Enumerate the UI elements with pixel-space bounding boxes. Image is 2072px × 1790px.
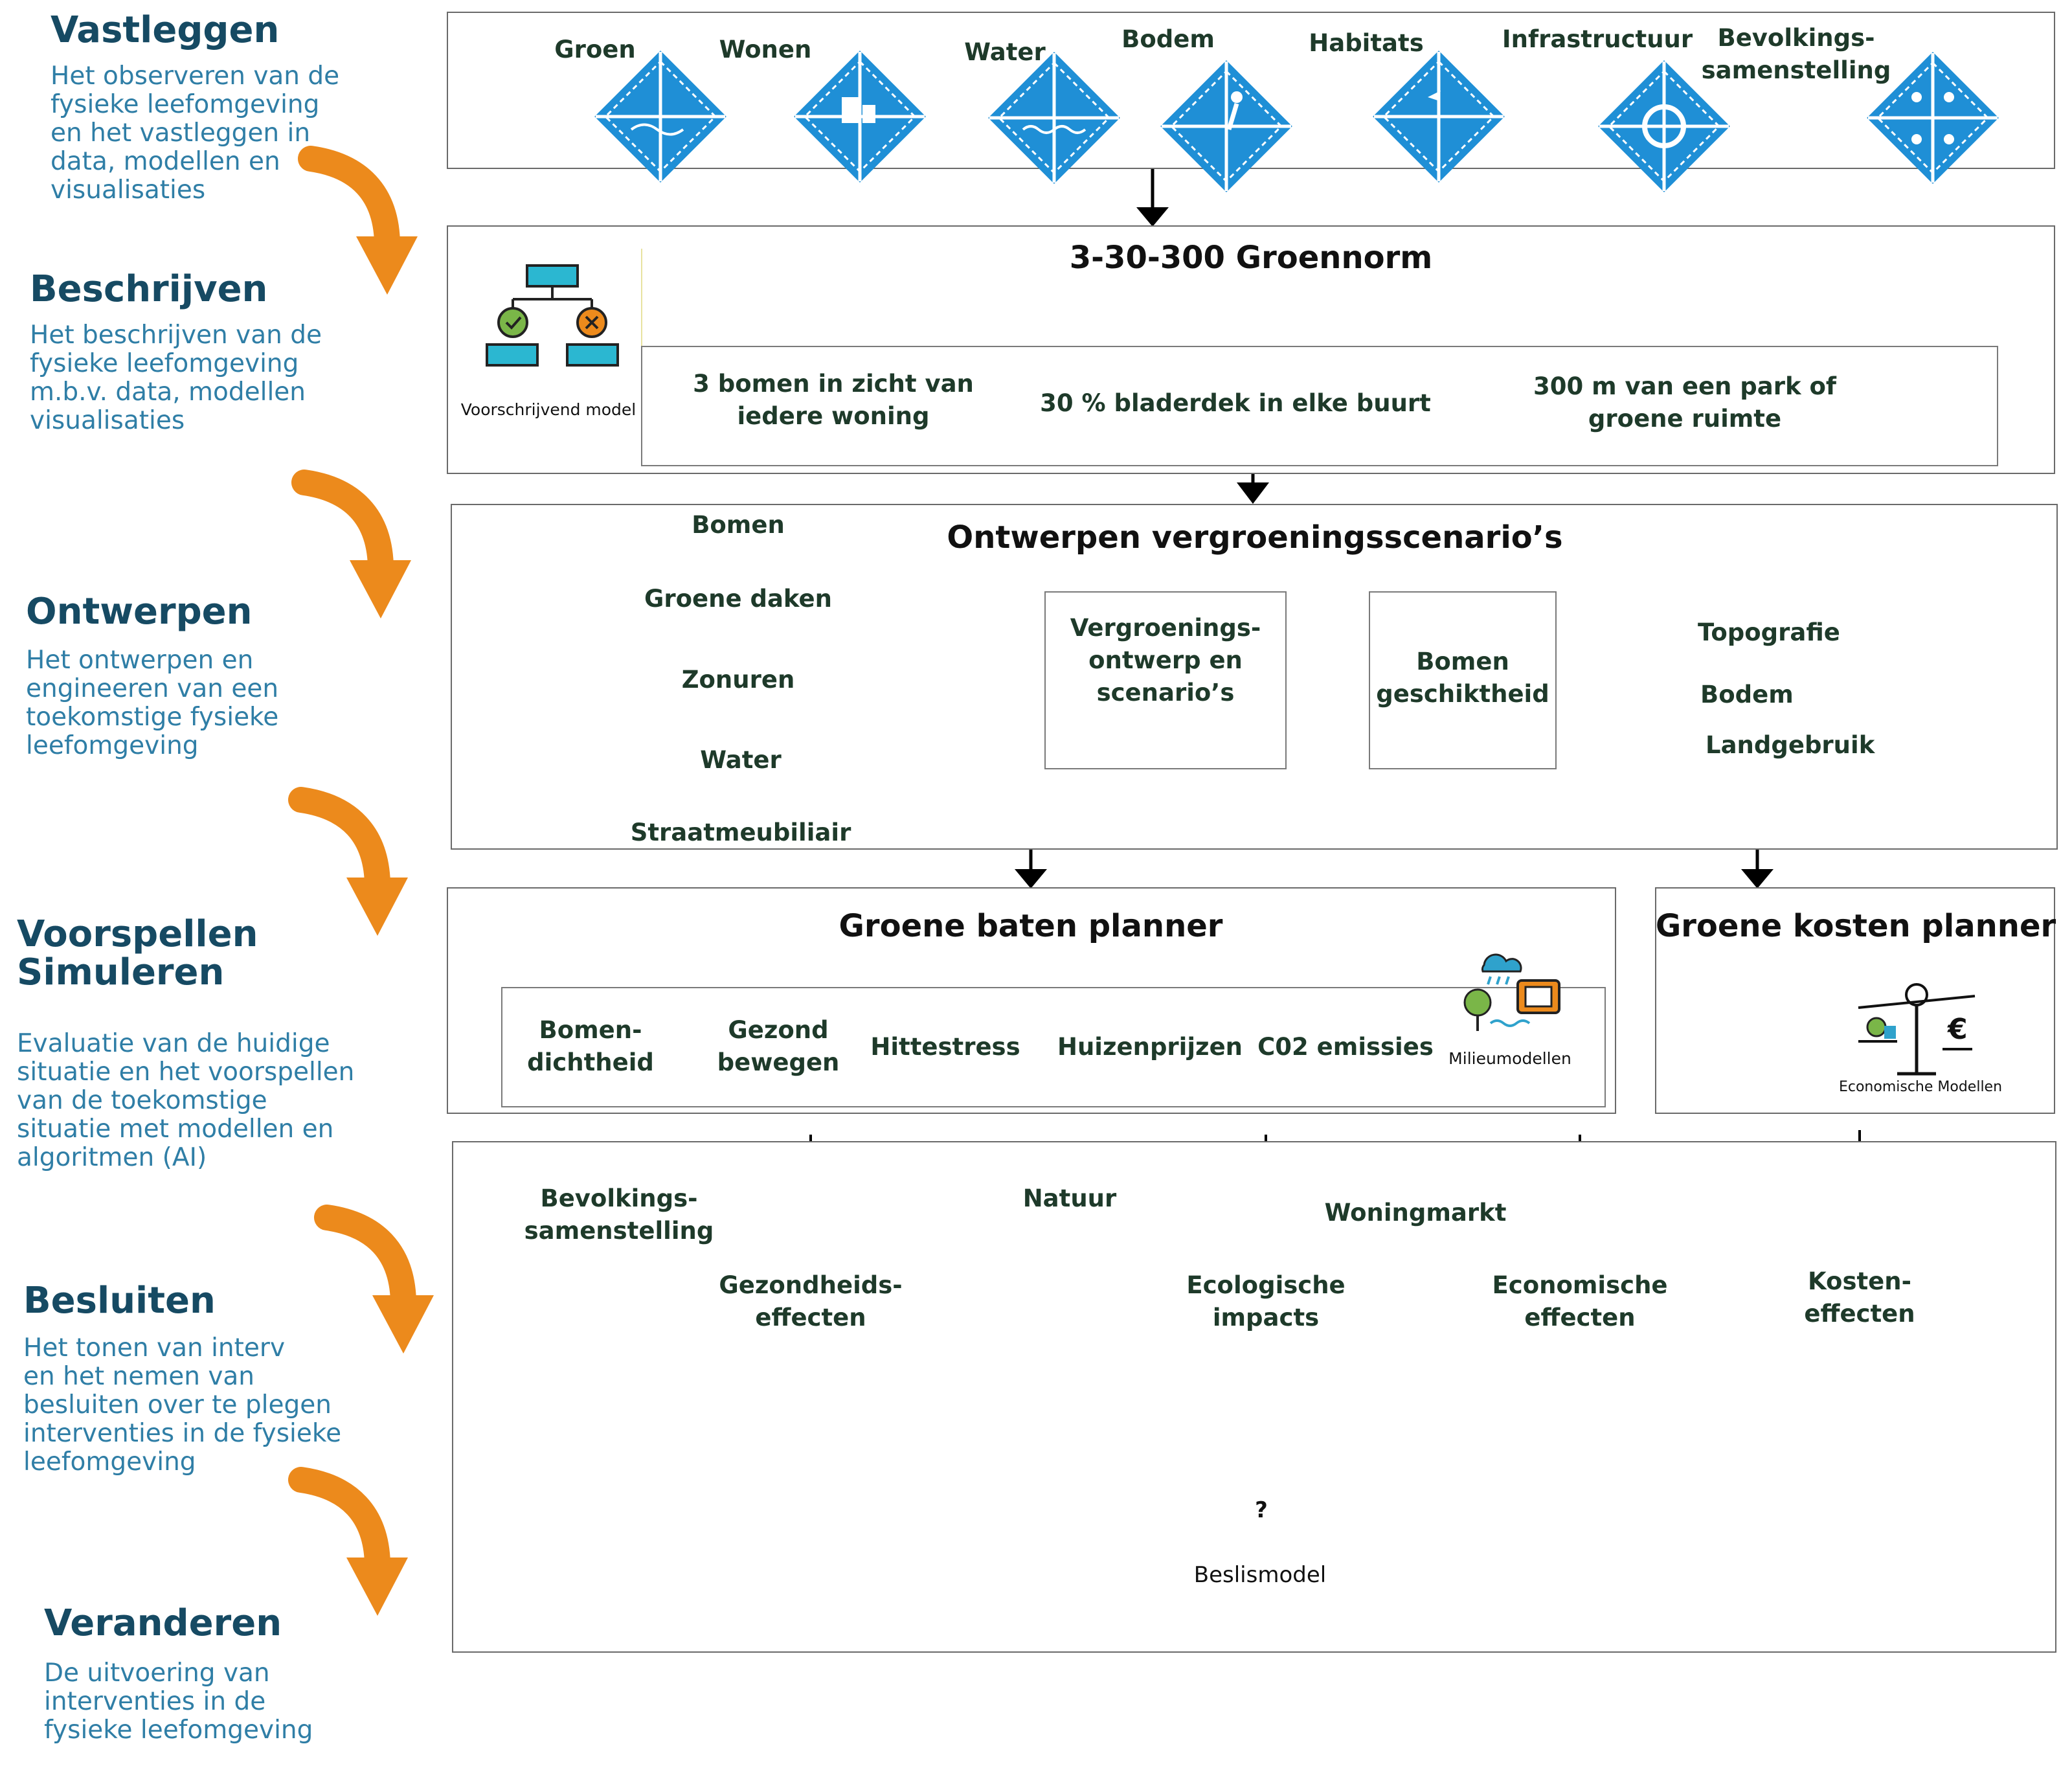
effect-output-costs: Kosten- effecten — [1804, 1267, 1915, 1328]
design-left-water: Water — [700, 746, 782, 774]
design-right-bodem: Bodem — [1700, 681, 1794, 708]
top-label-groen: Groen — [554, 36, 636, 63]
design-panel: Ontwerpen vergroeningsscenario’s Bomen G… — [451, 504, 2058, 850]
prescriptive-model-icon — [486, 264, 619, 367]
benefit-item-heat-stress: Hittestress — [870, 1033, 1020, 1061]
effect-output-health: Gezondheids- effecten — [719, 1271, 903, 1331]
soil-icon — [1160, 60, 1292, 192]
benefits-items-box: Bomen- dichtheid Gezond bewegen Hittestr… — [501, 987, 1606, 1107]
design-scenario-box: Vergroenings- ontwerp en scenario’s — [1044, 591, 1287, 769]
effect-output-ecological: Ecologische impacts — [1186, 1271, 1346, 1331]
infrastructure-icon — [1598, 60, 1730, 192]
norm-criteria-box: 3 bomen in zicht van iedere woning 30 % … — [641, 346, 1998, 466]
green-icon — [594, 51, 726, 183]
benefits-title: Groene baten planner — [839, 908, 1223, 944]
stage-desc-veranderen: De uitvoering van interventies in de fys… — [44, 1659, 313, 1745]
top-label-bodem: Bodem — [1121, 25, 1215, 53]
decision-model-label: Beslismodel — [1193, 1562, 1327, 1588]
stage-title-ontwerpen: Ontwerpen — [26, 591, 253, 633]
effect-input-housing-market: Woningmarkt — [1324, 1199, 1507, 1227]
population-icon — [1867, 52, 1999, 184]
norm-panel: 3-30-300 Groennorm Voorschrijvend model … — [447, 225, 2055, 474]
design-left-zonuren: Zonuren — [681, 666, 795, 694]
stage-title-besluiten: Besluiten — [23, 1280, 216, 1322]
benefit-item-co2: C02 emissies — [1257, 1033, 1434, 1061]
design-left-bomen: Bomen — [692, 511, 785, 539]
stage-desc-voorspellen: Evaluatie van de huidige situatie en het… — [17, 1029, 355, 1173]
design-scenario-label: Vergroenings- ontwerp en scenario’s — [1070, 614, 1261, 707]
benefit-item-house-prices: Huizenprijzen — [1057, 1033, 1243, 1061]
tree-suitability-label: Bomen geschiktheid — [1376, 648, 1549, 708]
stage-desc-besluiten: Het tonen van interv en het nemen van be… — [23, 1333, 342, 1477]
design-left-groene-daken: Groene daken — [644, 585, 832, 613]
effect-input-nature: Natuur — [1022, 1184, 1117, 1212]
environment-models-label: Milieumodellen — [1448, 1049, 1571, 1068]
decision-option-c: C — [1313, 1443, 1330, 1469]
water-icon — [988, 52, 1120, 184]
design-right-topografie: Topografie — [1698, 618, 1840, 646]
environment-models-icon — [1463, 953, 1560, 1031]
costs-title: Groene kosten planner — [1655, 908, 2056, 944]
top-label-habitats: Habitats — [1309, 29, 1424, 57]
top-label-infrastructuur: Infrastructuur — [1502, 25, 1693, 53]
norm-item-trees: 3 bomen in zicht van iedere woning — [693, 370, 974, 430]
economic-models-icon — [1858, 983, 1976, 1076]
stage-title-veranderen: Veranderen — [44, 1602, 282, 1644]
decision-option-b: B — [1251, 1390, 1268, 1416]
stage-desc-ontwerpen: Het ontwerpen en engineeren van een toek… — [26, 646, 279, 761]
currency-symbol: € — [1948, 1013, 1968, 1046]
effect-output-economic: Economische effecten — [1492, 1271, 1668, 1331]
benefit-item-healthy-movement: Gezond bewegen — [717, 1016, 840, 1076]
top-label-bevolking: Bevolkings- samenstelling — [1701, 24, 1891, 84]
habitats-icon — [1373, 51, 1505, 183]
effects-panel: Bevolkings- samenstelling Natuur Woningm… — [452, 1141, 2056, 1653]
stage-desc-vastleggen: Het observeren van de fysieke leefomgevi… — [51, 62, 340, 205]
effect-input-population: Bevolkings- samenstelling — [524, 1184, 714, 1245]
benefits-planner-panel: Groene baten planner Bomen- dichtheid Ge… — [447, 887, 1616, 1114]
economic-models-label: Economische Modellen — [1838, 1079, 2003, 1095]
top-label-wonen: Wonen — [719, 36, 812, 63]
stage-desc-beschrijven: Het beschrijven van de fysieke leefomgev… — [30, 321, 322, 436]
stage-title-vastleggen: Vastleggen — [51, 9, 280, 51]
decision-option-a: A — [1187, 1443, 1205, 1469]
design-title: Ontwerpen vergroeningsscenario’s — [947, 519, 1563, 556]
norm-item-canopy: 30 % bladerdek in elke buurt — [1040, 389, 1431, 417]
benefit-item-tree-density: Bomen- dichtheid — [527, 1016, 654, 1076]
design-right-landgebruik: Landgebruik — [1706, 731, 1875, 759]
housing-icon — [794, 51, 926, 183]
design-left-straatmeubiliair: Straatmeubiliair — [630, 819, 851, 846]
stage-title-beschrijven: Beschrijven — [30, 268, 268, 310]
norm-item-park: 300 m van een park of groene ruimte — [1533, 372, 1836, 433]
prescriptive-model-label: Voorschrijvend model — [460, 400, 636, 419]
top-label-water: Water — [964, 38, 1046, 66]
norm-title: 3-30-300 Groennorm — [1069, 240, 1433, 276]
tree-suitability-box: Bomen geschiktheid — [1369, 591, 1557, 769]
stage-title-voorspellen: Voorspellen Simuleren — [17, 913, 258, 993]
costs-planner-panel: Groene kosten planner € Economische Mode… — [1655, 887, 2056, 1114]
decision-option-unknown: ? — [1255, 1497, 1268, 1523]
